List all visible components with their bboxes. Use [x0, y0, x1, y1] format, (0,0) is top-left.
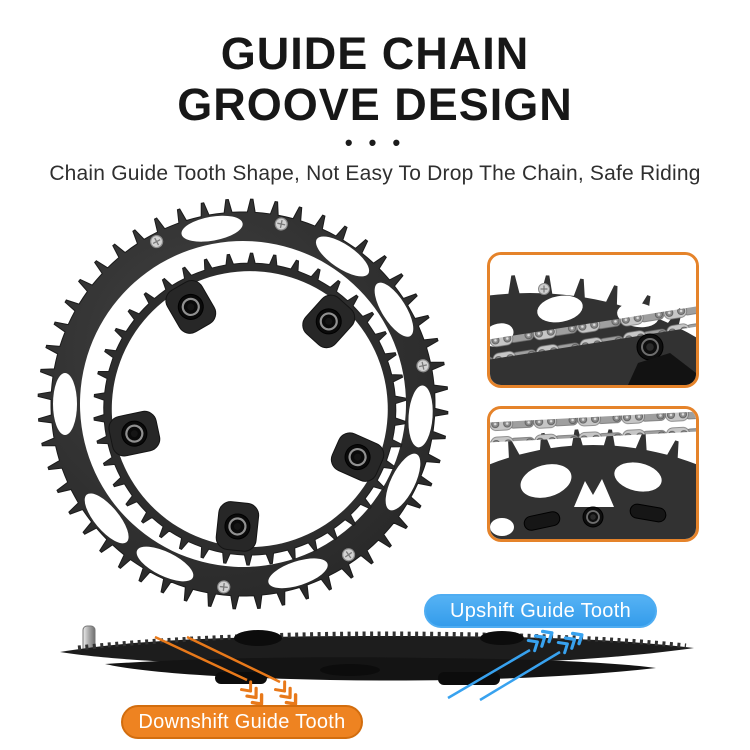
teeth-texture: [77, 631, 687, 651]
inset-card-bottom: [487, 406, 699, 542]
bolt-bosses: [215, 630, 524, 685]
chainring-chain-closeup-bottom-image: [490, 409, 696, 539]
bicycle-chain: [490, 410, 696, 443]
guide-tooth-groove: [574, 479, 614, 507]
chainring-bolt: [636, 333, 664, 361]
header: GUIDE CHAIN GROOVE DESIGN • • • Chain Gu…: [0, 28, 750, 186]
crank-arm: [628, 353, 696, 385]
bicycle-chain: [490, 303, 696, 361]
upshift-annotation: [447, 626, 587, 702]
chainring-bolts: [108, 280, 385, 552]
downshift-guide-tooth-label: Downshift Guide Tooth: [121, 705, 363, 739]
chainring-edge-profile-image: [60, 625, 694, 710]
shift-ramp-slots: [523, 503, 667, 531]
chainring-front-view-image: [37, 198, 449, 610]
chainring-bolt: [582, 506, 604, 528]
outer-ring-cutouts: [53, 215, 433, 589]
chainring-chain-closeup-top-image: [490, 255, 696, 385]
rim-screws: [150, 217, 430, 594]
inset-card-top: [487, 252, 699, 388]
subtitle: Chain Guide Tooth Shape, Not Easy To Dro…: [49, 162, 701, 185]
page-title-line2: GROOVE DESIGN: [177, 79, 573, 130]
page-title-line1: GUIDE CHAIN: [220, 28, 530, 79]
upshift-guide-tooth-label: Upshift Guide Tooth: [424, 594, 657, 628]
inner-ring-edge: [105, 657, 656, 681]
downshift-annotation: [154, 635, 302, 710]
separator-dots: • • •: [344, 130, 406, 155]
rim-screw: [538, 283, 550, 295]
ring-cutouts: [490, 462, 662, 536]
